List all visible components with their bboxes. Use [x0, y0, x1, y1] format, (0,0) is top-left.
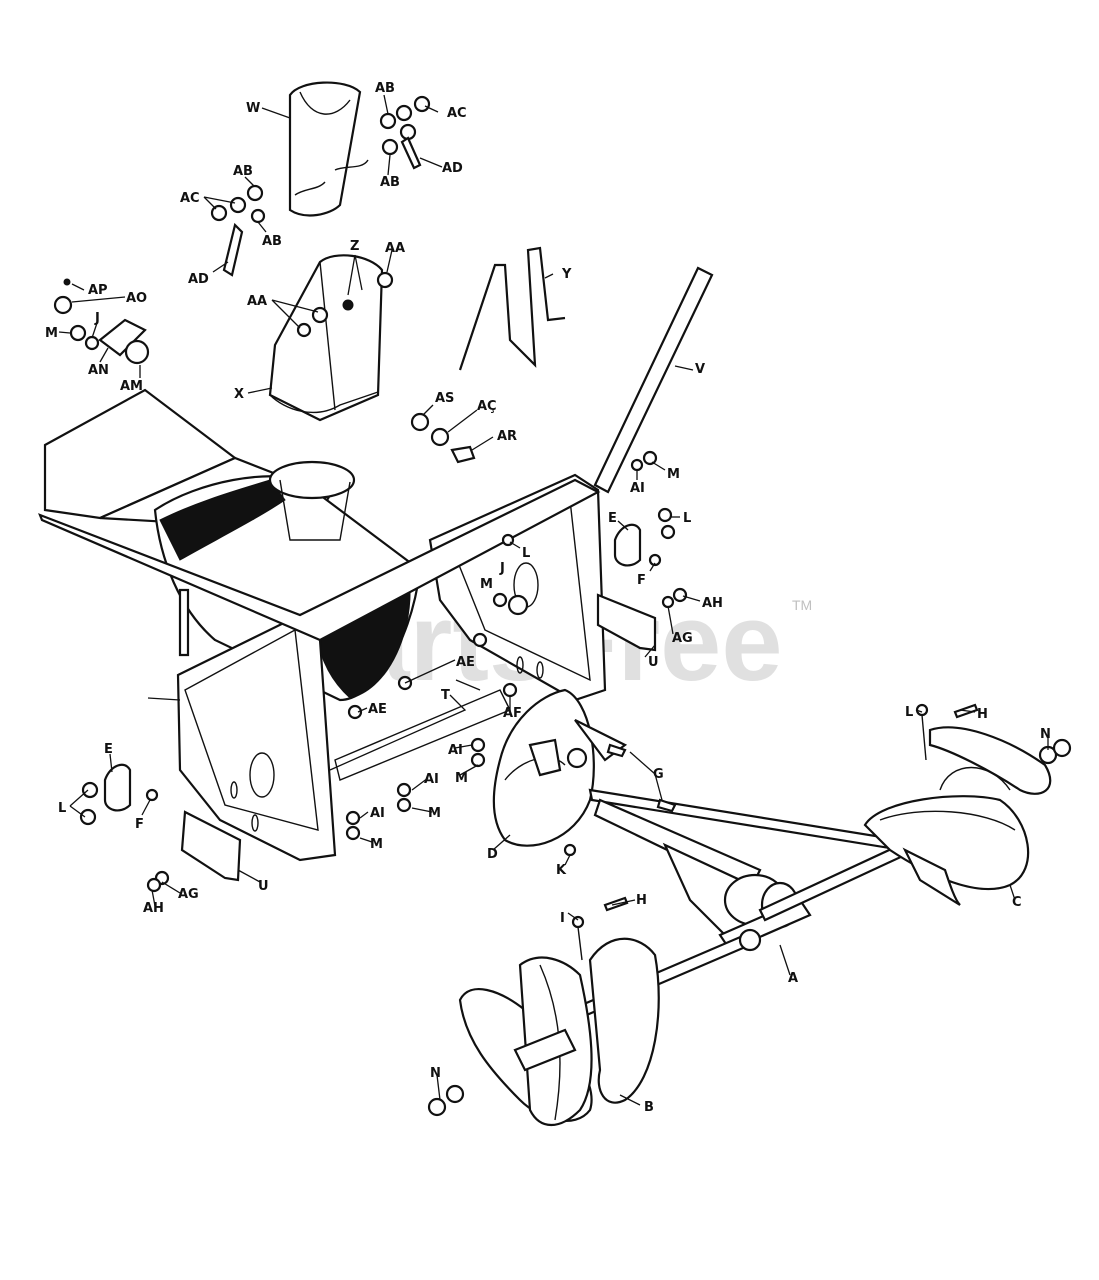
chute-part: [268, 254, 394, 422]
label-ah-1: AH: [702, 596, 723, 611]
label-y: Y: [561, 267, 572, 282]
skid-shoe-right: [596, 593, 657, 652]
label-a: A: [788, 971, 798, 986]
label-e-1: E: [608, 511, 617, 526]
label-n-2: N: [430, 1066, 441, 1081]
housing-fasteners: [146, 533, 529, 893]
label-x: X: [234, 387, 244, 402]
bearing-flange-left: [79, 763, 159, 826]
label-ac-1: AC: [447, 106, 467, 121]
label-b: B: [644, 1100, 654, 1115]
label-v: V: [695, 362, 705, 377]
label-m-1: M: [45, 326, 58, 341]
auger-left: [427, 896, 660, 1126]
label-m-6: M: [370, 837, 383, 852]
label-ae-2: AE: [368, 702, 387, 717]
label-h-1: H: [977, 707, 988, 722]
label-ag-2: AG: [178, 887, 199, 902]
label-c: C: [1012, 895, 1022, 910]
label-ah-2: AH: [143, 901, 164, 916]
label-d: D: [487, 847, 498, 862]
label-ai-2: AI: [448, 743, 463, 758]
label-ab-4: AB: [262, 234, 282, 249]
auger-housing: [38, 388, 607, 862]
auger-right: [863, 703, 1072, 906]
label-k: K: [556, 863, 567, 878]
label-ac-3: AÇ: [477, 399, 497, 414]
bearing-flange-right: [613, 450, 688, 609]
label-m-3: M: [480, 577, 493, 592]
label-h-2: H: [636, 893, 647, 908]
label-as: AS: [435, 391, 454, 406]
part-labels: W AB AC AD AB AB AC AB AD Z AA AA X Y V …: [45, 81, 1051, 1115]
label-t: T: [441, 688, 450, 703]
label-aa-1: AA: [385, 241, 405, 256]
shear-pins: [606, 743, 677, 813]
deflector-hardware: [210, 95, 431, 277]
skid-shoe-left: [180, 810, 242, 882]
label-e-2: E: [104, 742, 113, 757]
label-l-2: L: [522, 546, 530, 561]
deflector-part: [288, 81, 369, 217]
label-z: Z: [350, 239, 359, 254]
label-w: W: [246, 101, 260, 116]
control-rod-part: [593, 266, 714, 494]
label-j-2: J: [499, 561, 505, 576]
label-l-4: L: [905, 705, 913, 720]
label-m-4: M: [455, 771, 468, 786]
label-i: I: [560, 911, 565, 926]
label-ai-3: AI: [424, 772, 439, 787]
label-ai-4: AI: [370, 806, 385, 821]
label-ai-1: AI: [630, 481, 645, 496]
label-aa-2: AA: [247, 294, 267, 309]
label-af: AF: [503, 706, 522, 721]
label-ab-2: AB: [380, 175, 400, 190]
label-am: AM: [120, 379, 143, 394]
label-u-1: U: [648, 655, 659, 670]
label-m-5: M: [428, 806, 441, 821]
label-ad-2: AD: [188, 272, 209, 287]
label-m-2: M: [667, 467, 680, 482]
label-l-3: L: [58, 801, 66, 816]
label-an: AN: [88, 363, 109, 378]
label-ap: AP: [88, 283, 108, 298]
bracket-y-part: [458, 246, 566, 371]
label-ab-3: AB: [233, 164, 253, 179]
label-ac-2: AC: [180, 191, 200, 206]
label-ae-1: AE: [456, 655, 475, 670]
label-ad-1: AD: [442, 161, 463, 176]
label-ab-1: AB: [375, 81, 395, 96]
watermark-trademark: TM: [792, 597, 812, 613]
label-n-1: N: [1040, 727, 1051, 742]
label-ao: AO: [126, 291, 147, 306]
label-ag-1: AG: [672, 631, 693, 646]
label-j-1: J: [94, 311, 100, 326]
label-u-2: U: [258, 879, 269, 894]
flange-part: [53, 278, 150, 365]
label-g: G: [653, 767, 664, 782]
chute-pivot-hardware: [410, 412, 476, 464]
label-f-1: F: [637, 573, 646, 588]
leader-lines: [58, 94, 1049, 1106]
label-ar: AR: [497, 429, 517, 444]
label-l-1: L: [683, 511, 691, 526]
label-f-2: F: [135, 817, 144, 832]
